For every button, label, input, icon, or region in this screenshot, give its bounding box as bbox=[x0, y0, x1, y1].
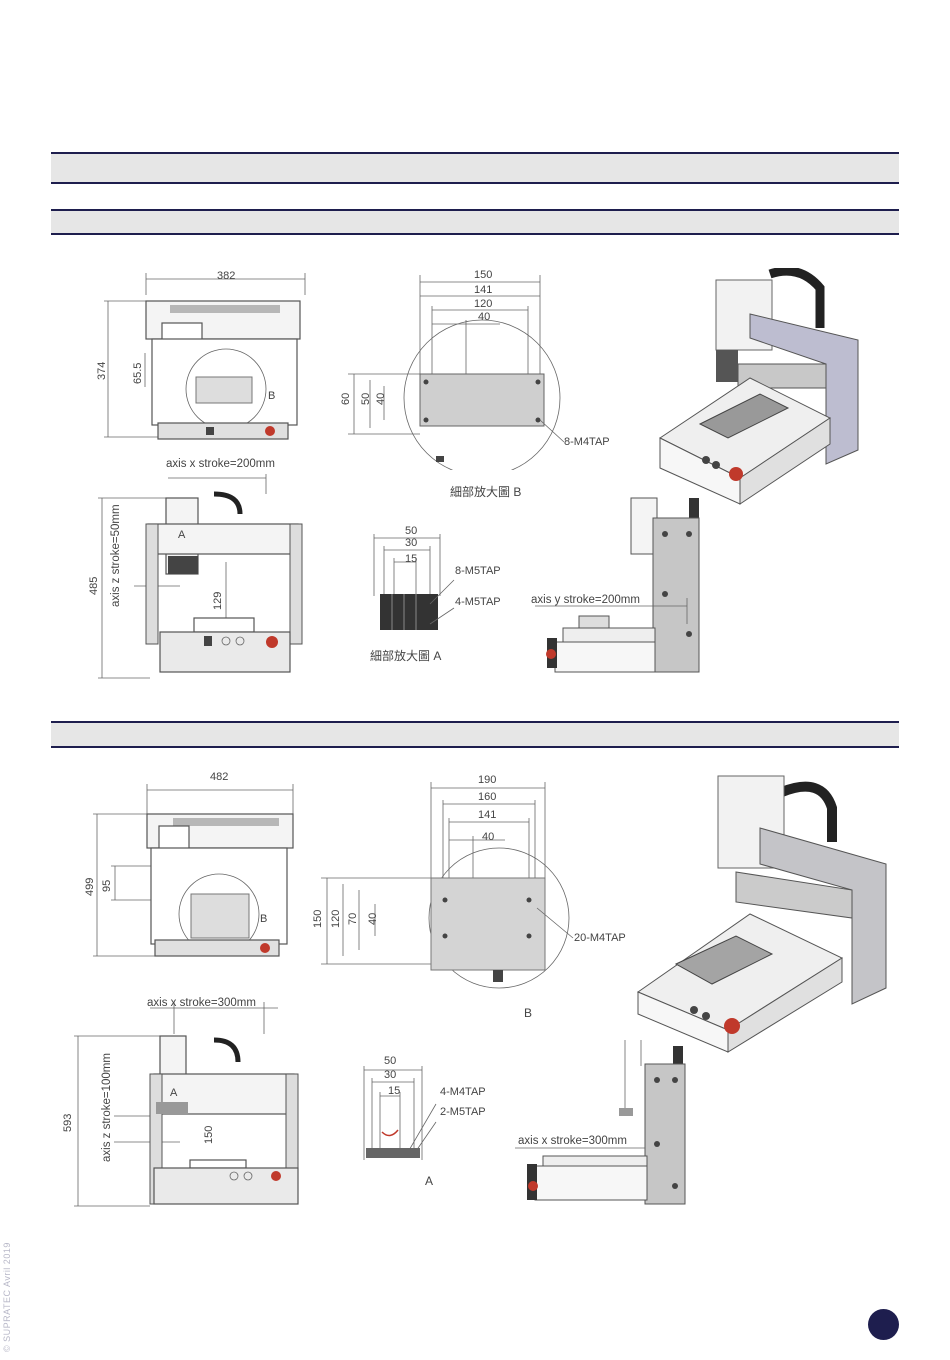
detail-b-dim-40v: 40 bbox=[375, 392, 387, 405]
top-view-2-height-dim: 499 bbox=[84, 877, 96, 896]
detail-b-2-dim-40: 40 bbox=[482, 831, 495, 843]
detail-b-2-dim-120: 120 bbox=[330, 909, 342, 928]
detail-b-2-dim-141: 141 bbox=[478, 809, 497, 821]
detail-a-tap1-label: 8-M5TAP bbox=[455, 565, 501, 577]
front-view-z-stroke: axis z stroke=50mm bbox=[110, 504, 122, 607]
detail-a-2-caption: A bbox=[425, 1174, 434, 1188]
top-view-2-width-dim: 482 bbox=[210, 771, 229, 783]
front-view-drawing-1 bbox=[98, 474, 303, 679]
front-view-detail-ref: A bbox=[178, 529, 186, 541]
detail-b-drawing-1 bbox=[348, 275, 565, 470]
isometric-view-2 bbox=[636, 775, 887, 1053]
side-view-drawing-2 bbox=[515, 1040, 686, 1205]
detail-b-drawing-2 bbox=[321, 782, 574, 989]
side-view-drawing-1 bbox=[535, 497, 700, 673]
top-view-drawing-2 bbox=[93, 784, 294, 957]
detail-a-drawing-1 bbox=[373, 534, 455, 630]
detail-a-dim-50: 50 bbox=[405, 525, 418, 537]
detail-b-2-caption: B bbox=[524, 1006, 533, 1020]
top-view-2-detail-ref: B bbox=[260, 913, 268, 925]
isometric-view-1 bbox=[659, 268, 859, 505]
detail-a-2-dim-15: 15 bbox=[388, 1085, 401, 1097]
detail-b-2-dim-70: 70 bbox=[347, 912, 359, 925]
detail-b-tap-label: 8-M4TAP bbox=[564, 436, 610, 448]
detail-b-dim-40: 40 bbox=[478, 311, 491, 323]
detail-b-2-dim-190: 190 bbox=[478, 774, 497, 786]
detail-b-2-dim-40v: 40 bbox=[367, 912, 379, 925]
front-view-drawing-2 bbox=[74, 1002, 299, 1207]
top-view-offset-dim: 65.5 bbox=[132, 362, 144, 384]
section-header-band bbox=[51, 152, 899, 184]
detail-b-2-dim-160: 160 bbox=[478, 791, 497, 803]
detail-a-dim-15: 15 bbox=[405, 553, 418, 565]
detail-a-2-dim-50: 50 bbox=[384, 1055, 397, 1067]
detail-b-dim-120: 120 bbox=[474, 298, 493, 310]
detail-a-drawing-2 bbox=[363, 1066, 437, 1160]
detail-b-caption: 細部放大圖 B bbox=[450, 485, 522, 499]
detail-a-caption: 細部放大圖 A bbox=[370, 649, 442, 663]
front-view-2-z-stroke: axis z stroke=100mm bbox=[101, 1053, 113, 1162]
front-view-2-x-stroke: axis x stroke=300mm bbox=[147, 997, 256, 1009]
top-view-height-dim: 374 bbox=[96, 361, 108, 380]
detail-b-2-dim-150: 150 bbox=[312, 909, 324, 928]
top-view-2-offset-dim: 95 bbox=[101, 879, 113, 892]
detail-b-dim-150: 150 bbox=[474, 269, 493, 281]
copyright-footer: © SUPRATEC Avril 2019 bbox=[2, 1242, 12, 1352]
detail-a-dim-30: 30 bbox=[405, 537, 418, 549]
top-view-detail-ref: B bbox=[268, 390, 276, 402]
side-view-y-stroke: axis y stroke=200mm bbox=[531, 594, 640, 606]
front-view-x-stroke: axis x stroke=200mm bbox=[166, 458, 275, 470]
detail-a-2-dim-30: 30 bbox=[384, 1069, 397, 1081]
detail-b-dim-50: 50 bbox=[360, 392, 372, 405]
top-view-width-dim: 382 bbox=[217, 270, 236, 282]
subsection-header-band-1 bbox=[51, 209, 899, 235]
detail-a-tap2-label: 4-M5TAP bbox=[455, 596, 501, 608]
top-view-drawing-1 bbox=[104, 273, 306, 440]
front-view-2-height-dim: 593 bbox=[62, 1113, 74, 1132]
front-view-2-detail-ref: A bbox=[170, 1087, 178, 1099]
detail-a-2-tap1-label: 4-M4TAP bbox=[440, 1086, 486, 1098]
front-view-clearance-dim: 129 bbox=[212, 591, 224, 610]
side-view-2-x-stroke: axis x stroke=300mm bbox=[518, 1135, 627, 1147]
front-view-height-dim: 485 bbox=[88, 576, 100, 595]
page-number-badge bbox=[868, 1309, 899, 1340]
front-view-2-clearance-dim: 150 bbox=[203, 1125, 215, 1144]
detail-b-dim-60: 60 bbox=[340, 392, 352, 405]
detail-b-dim-141: 141 bbox=[474, 284, 493, 296]
detail-b-2-tap-label: 20-M4TAP bbox=[574, 932, 626, 944]
subsection-header-band-2 bbox=[51, 721, 899, 748]
detail-a-2-tap2-label: 2-M5TAP bbox=[440, 1106, 486, 1118]
